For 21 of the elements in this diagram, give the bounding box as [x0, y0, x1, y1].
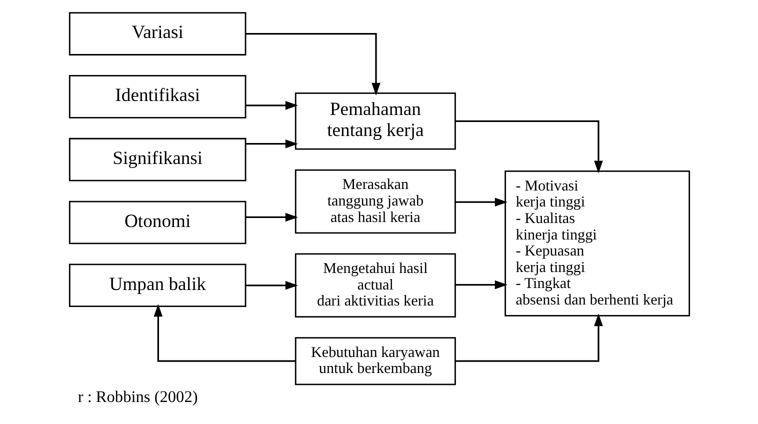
node-box: Kebutuhan karyawan untuk berkembang — [294, 337, 456, 386]
node-box: Pemahaman tentang kerja — [294, 92, 456, 150]
node-box: Variasi — [68, 12, 246, 56]
node-box: Otonomi — [68, 200, 246, 244]
arrow — [245, 139, 298, 148]
arrow — [454, 120, 602, 174]
arrow — [245, 32, 380, 96]
caption: r : Robbins (2002) — [77, 387, 198, 406]
node-box: Mengetahui hasil actual dari aktivitias keria — [294, 253, 456, 318]
node-box: Identifikasi — [68, 75, 246, 118]
arrow — [454, 198, 507, 206]
arrow — [245, 101, 298, 110]
arrow — [245, 212, 298, 222]
node-box: - Motivasi kerja tinggi - Kualitas kinerja tinggi - Kepuasan kerja tinggi - Tingkat absensi dan berhenti kerja — [504, 170, 690, 316]
node-box: Merasakan tanggung jawab atas hasil keria — [294, 169, 456, 234]
node-box: Umpan balik — [68, 264, 246, 308]
arrow — [454, 280, 507, 290]
arrow — [245, 280, 298, 290]
node-box: Signifikansi — [68, 138, 246, 182]
arrow — [153, 304, 295, 362]
arrow — [454, 313, 602, 362]
